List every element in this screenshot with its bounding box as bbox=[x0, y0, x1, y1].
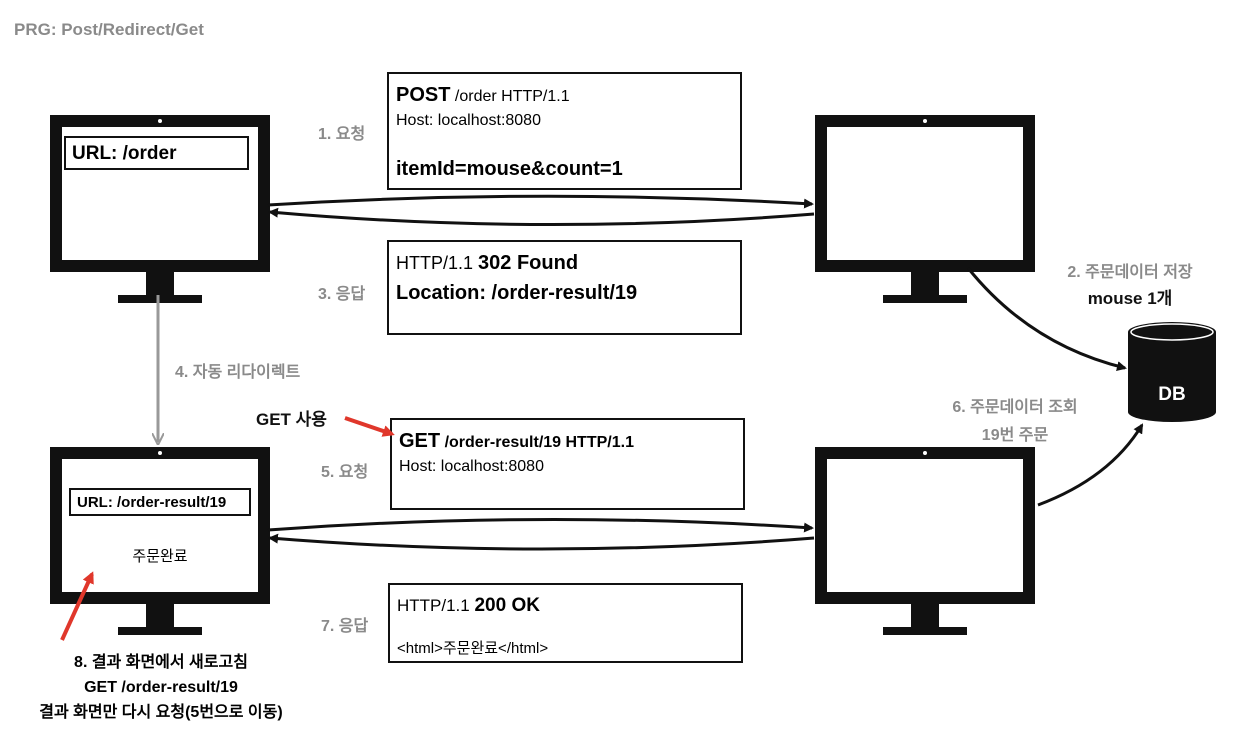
server-monitor-top bbox=[815, 115, 1035, 315]
client-monitor-top bbox=[50, 115, 270, 315]
http-version: HTTP/1.1 bbox=[397, 596, 475, 615]
get-annotation-arrow bbox=[344, 416, 395, 437]
request-host: Host: localhost:8080 bbox=[396, 112, 541, 129]
request-path: /order-result/19 HTTP/1.1 bbox=[440, 434, 634, 451]
get-request-box: GET /order-result/19 HTTP/1.1 Host: loca… bbox=[390, 418, 745, 510]
db-label: DB bbox=[1158, 384, 1186, 405]
response-body: <html>주문완료</html> bbox=[397, 640, 549, 657]
request-line: POST /order HTTP/1.1 bbox=[396, 84, 570, 107]
ok-response-box: HTTP/1.1 200 OK <html>주문완료</html> bbox=[388, 583, 743, 663]
client-monitor-bottom bbox=[50, 447, 270, 647]
auto-redirect-label: 4. 자동 리다이렉트 bbox=[175, 364, 301, 381]
request-path: /order HTTP/1.1 bbox=[450, 88, 570, 105]
post-request-box: POST /order HTTP/1.1 Host: localhost:808… bbox=[387, 72, 742, 190]
status-200: 200 OK bbox=[474, 595, 540, 616]
request-arrow-bottom bbox=[267, 517, 814, 533]
location-header: Location: /order-result/19 bbox=[396, 282, 638, 304]
request-arrow-top bbox=[267, 194, 814, 209]
refresh-note-line2: GET /order-result/19 bbox=[84, 679, 238, 696]
refresh-note-line3: 결과 화면만 다시 요청(5번으로 이동) bbox=[39, 704, 283, 721]
step-1-label: 1. 요청 bbox=[318, 126, 366, 143]
db-query-line1: 6. 주문데이터 조회 bbox=[952, 399, 1078, 416]
database-icon bbox=[1128, 322, 1216, 422]
db-save-line2: mouse 1개 bbox=[1087, 289, 1173, 308]
http-method-post: POST bbox=[396, 84, 451, 106]
response-status-line: HTTP/1.1 200 OK bbox=[397, 595, 540, 617]
response-arrow-top bbox=[268, 207, 815, 227]
status-302: 302 Found bbox=[478, 252, 579, 274]
url-bar-bottom[interactable]: URL: /order-result/19 bbox=[69, 488, 251, 516]
refresh-note: 8. 결과 화면에서 새로고침 GET /order-result/19 결과 … bbox=[0, 650, 322, 725]
step-3-label: 3. 응답 bbox=[318, 286, 366, 303]
refresh-note-line1: 8. 결과 화면에서 새로고침 bbox=[74, 654, 248, 671]
db-query-arrow bbox=[1037, 423, 1144, 507]
db-query-line2: 19번 주문 bbox=[981, 427, 1049, 444]
step-5-label: 5. 요청 bbox=[321, 464, 369, 481]
http-method-get: GET bbox=[399, 430, 441, 452]
db-save-label: 2. 주문데이터 저장 mouse 1개 bbox=[1040, 258, 1220, 309]
request-host: Host: localhost:8080 bbox=[399, 458, 544, 475]
response-status-line: HTTP/1.1 302 Found bbox=[396, 252, 578, 275]
db-query-label: 6. 주문데이터 조회 19번 주문 bbox=[920, 393, 1110, 445]
diagram-title: PRG: Post/Redirect/Get bbox=[14, 20, 204, 39]
get-usage-annotation: GET 사용 bbox=[256, 410, 327, 429]
request-body: itemId=mouse&count=1 bbox=[396, 158, 623, 180]
http-version: HTTP/1.1 bbox=[396, 253, 479, 273]
url-bar-top[interactable]: URL: /order bbox=[64, 136, 249, 170]
server-monitor-bottom bbox=[815, 447, 1035, 647]
step-7-label: 7. 응답 bbox=[321, 618, 369, 635]
db-save-arrow bbox=[966, 267, 1127, 371]
response-arrow-bottom bbox=[268, 533, 815, 551]
refresh-annotation-arrow bbox=[60, 571, 94, 641]
redirect-response-box: HTTP/1.1 302 Found Location: /order-resu… bbox=[387, 240, 742, 335]
db-save-line1: 2. 주문데이터 저장 bbox=[1067, 264, 1193, 281]
request-line: GET /order-result/19 HTTP/1.1 bbox=[399, 430, 634, 453]
order-complete-text: 주문완료 bbox=[132, 548, 188, 565]
